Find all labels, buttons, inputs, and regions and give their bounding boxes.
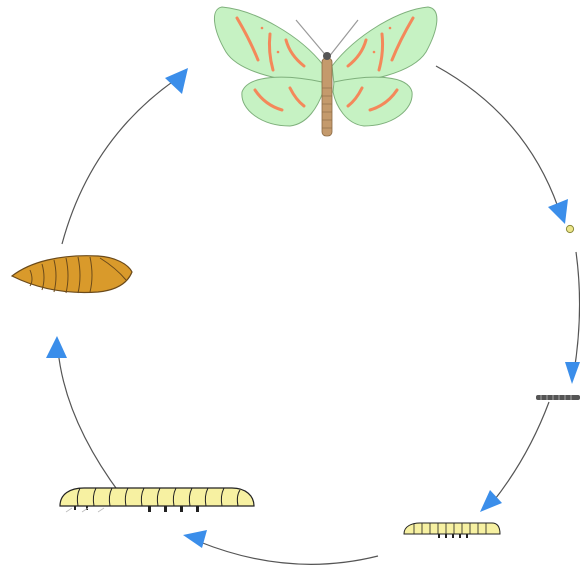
arrow-head-to-larva3 [183,530,207,548]
arc-adult-to-egg [436,66,558,207]
arc-larva3-to-pupa [58,350,121,495]
arrow-head-to-larva1 [565,362,580,384]
arc-larva2-to-larva3 [200,542,378,564]
arc-pupa-to-adult [62,80,175,244]
arrow-heads [46,68,580,548]
left-hindwing [242,77,323,126]
small-caterpillar-icon [404,523,500,538]
tiny-caterpillar-icon [536,395,580,400]
butterfly-body [322,58,332,136]
arrow-head-to-egg [548,199,568,224]
large-caterpillar-icon [60,488,254,512]
butterfly-icon [214,7,436,136]
arc-larva1-to-larva2 [492,402,549,503]
arc-egg-to-larva1 [574,252,580,372]
arrow-head-to-adult [165,68,188,94]
egg-icon [566,225,573,232]
right-hindwing [333,77,412,126]
arrow-head-to-pupa [46,336,67,358]
right-forewing [332,7,437,84]
chrysalis-icon [12,256,132,293]
arrow-head-to-larva2 [480,490,502,512]
